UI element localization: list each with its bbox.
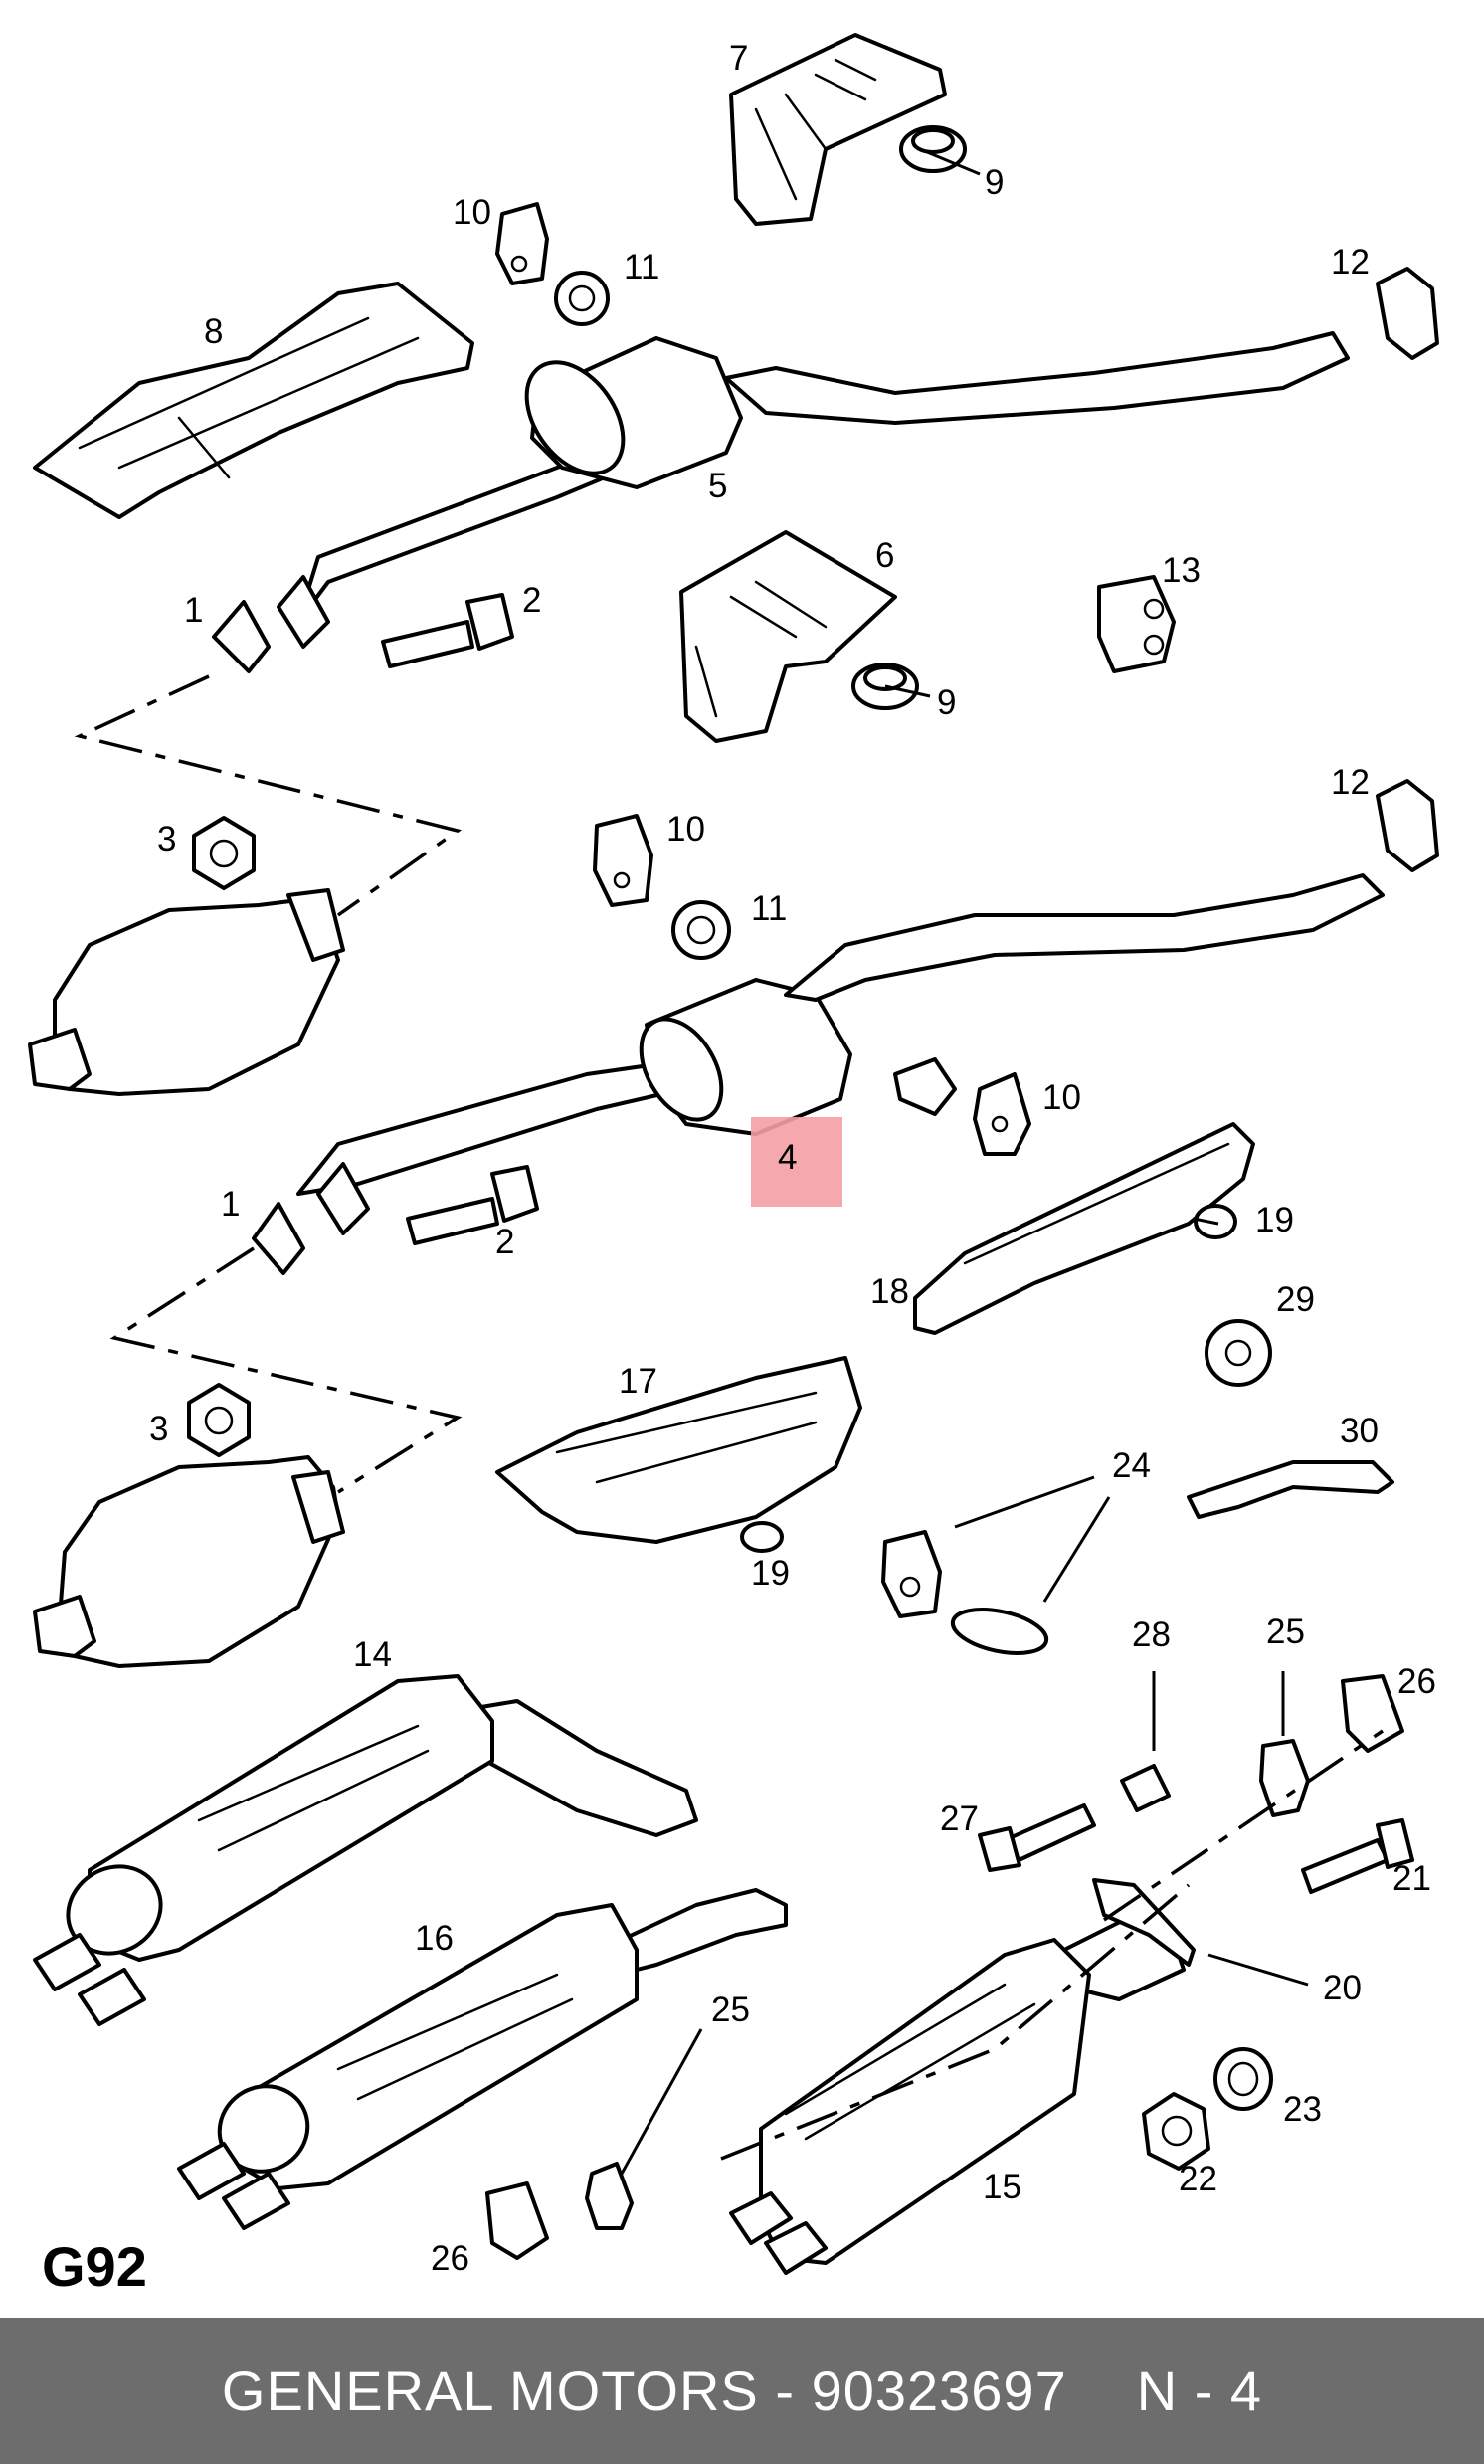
part-11-clamp-right <box>893 1057 957 1116</box>
diagram-code: G92 <box>42 2235 147 2298</box>
part-17-heat-shield <box>495 1356 862 1544</box>
part-8-heat-shield <box>33 282 474 519</box>
part-23-gasket <box>1213 2047 1273 2111</box>
label-part-21: 21 <box>1392 1859 1431 1898</box>
part-24-hangers <box>881 1530 1049 1655</box>
part-4-exhaust-pipe <box>296 873 1385 1196</box>
part-21-bolt <box>1301 1818 1414 1894</box>
label-part-5: 5 <box>708 467 727 505</box>
leader-lines <box>620 147 1309 2175</box>
label-part-7: 7 <box>729 39 748 78</box>
part-26-bracket-upper <box>1341 1674 1404 1753</box>
part-12-clamp-middle <box>1376 779 1439 872</box>
label-part-30: 30 <box>1340 1412 1379 1450</box>
label-part-10-upper: 10 <box>453 193 491 232</box>
label-part-29: 29 <box>1276 1280 1315 1319</box>
alignment-line-lower-1 <box>1103 1729 1384 1922</box>
label-part-27: 27 <box>940 1800 979 1838</box>
label-part-26-upper: 26 <box>1397 1662 1436 1701</box>
label-part-19-right: 19 <box>1255 1201 1294 1239</box>
part-14-rear-muffler <box>33 1674 698 2026</box>
label-part-11-upper: 11 <box>624 248 659 286</box>
label-part-9-lower: 9 <box>937 683 956 722</box>
label-part-9-upper: 9 <box>985 163 1004 202</box>
catalytic-converter-upper <box>28 888 345 1096</box>
part-1-flange-middle <box>252 1162 370 1275</box>
exhaust-system-diagram: 7 9 10 11 12 8 5 6 13 1 2 9 12 3 10 11 1… <box>28 33 1439 2298</box>
footer-part-number: 90323697 <box>811 2360 1067 2422</box>
label-part-19-middle: 19 <box>751 1554 790 1593</box>
part-3-nut-upper <box>192 816 256 890</box>
label-part-16: 16 <box>415 1919 454 1958</box>
part-1-flange-upper <box>212 575 330 673</box>
part-11-clamp-middle <box>671 900 731 960</box>
part-11-clamp-upper <box>554 271 610 326</box>
label-part-8: 8 <box>204 312 223 351</box>
footer-page: N - 4 <box>1136 2360 1263 2422</box>
label-part-1-middle: 1 <box>221 1185 240 1224</box>
label-part-20: 20 <box>1323 1969 1362 2007</box>
part-18-heat-shield <box>913 1122 1255 1335</box>
alignment-line-middle <box>109 1246 463 1494</box>
label-part-18: 18 <box>870 1272 909 1311</box>
label-part-14: 14 <box>353 1635 392 1674</box>
part-15-rear-muffler <box>729 1918 1186 2275</box>
part-2-bolt-upper <box>381 593 514 668</box>
label-part-3-upper: 3 <box>157 820 176 858</box>
part-13-hanger <box>1097 575 1176 673</box>
label-part-12-upper: 12 <box>1331 243 1370 282</box>
part-27-bolt <box>978 1803 1096 1872</box>
label-part-25-upper: 25 <box>1266 1612 1305 1651</box>
part-28-spacer <box>1120 1764 1171 1812</box>
part-2-bolt-middle <box>406 1165 539 1245</box>
label-part-25-lower: 25 <box>711 1990 750 2029</box>
label-part-3-middle: 3 <box>149 1410 168 1448</box>
part-9-grommet-upper <box>899 125 967 173</box>
label-part-17: 17 <box>619 1362 657 1401</box>
highlight-part-4 <box>751 1117 842 1207</box>
part-3-nut-middle <box>187 1383 251 1457</box>
label-part-1-upper: 1 <box>184 591 203 630</box>
part-labels: 7 9 10 11 12 8 5 6 13 1 2 9 12 3 10 11 1… <box>149 39 1436 2278</box>
part-22-nut <box>1142 2092 1210 2171</box>
catalytic-converter-middle <box>33 1455 345 1668</box>
label-part-15: 15 <box>983 2168 1021 2206</box>
label-part-4: 4 <box>778 1138 797 1177</box>
part-25-hanger-lower <box>585 2162 634 2230</box>
label-part-12-middle: 12 <box>1331 763 1370 802</box>
label-part-22: 22 <box>1179 2160 1217 2198</box>
part-12-clamp-upper <box>1376 267 1439 360</box>
part-19-grommet-middle <box>740 1521 784 1553</box>
label-part-13: 13 <box>1162 551 1201 590</box>
part-5-exhaust-pipe <box>296 331 1350 624</box>
label-part-2-middle: 2 <box>495 1223 514 1261</box>
alignment-line-lower-2 <box>720 1883 1191 2161</box>
part-9-grommet-lower <box>851 663 919 710</box>
footer-brand: GENERAL MOTORS <box>221 2360 759 2422</box>
footer-bar: GENERAL MOTORS - 90323697 N - 4 <box>0 2318 1484 2464</box>
part-30-hose <box>1187 1460 1394 1519</box>
part-16-rear-muffler <box>177 1888 788 2230</box>
part-10-hanger-right <box>973 1072 1031 1156</box>
label-part-6: 6 <box>875 536 894 575</box>
label-part-23: 23 <box>1283 2090 1322 2129</box>
label-part-11-middle: 11 <box>751 889 787 928</box>
part-10-hanger-upper <box>495 202 549 285</box>
label-part-26-lower: 26 <box>431 2239 469 2278</box>
footer-separator: - <box>775 2360 795 2422</box>
part-29-damper <box>1205 1319 1272 1387</box>
part-25-hanger-upper <box>1259 1739 1310 1817</box>
label-part-28: 28 <box>1132 1615 1171 1654</box>
label-part-10-right: 10 <box>1042 1078 1081 1117</box>
part-7-bracket <box>729 33 947 226</box>
part-26-bracket-lower <box>485 2181 549 2260</box>
alignment-line-upper <box>74 674 463 917</box>
part-10-hanger-middle <box>593 814 653 907</box>
label-part-10-middle: 10 <box>666 810 705 849</box>
part-6-bracket <box>679 530 897 743</box>
label-part-2-upper: 2 <box>522 581 541 620</box>
label-part-24: 24 <box>1112 1446 1151 1485</box>
